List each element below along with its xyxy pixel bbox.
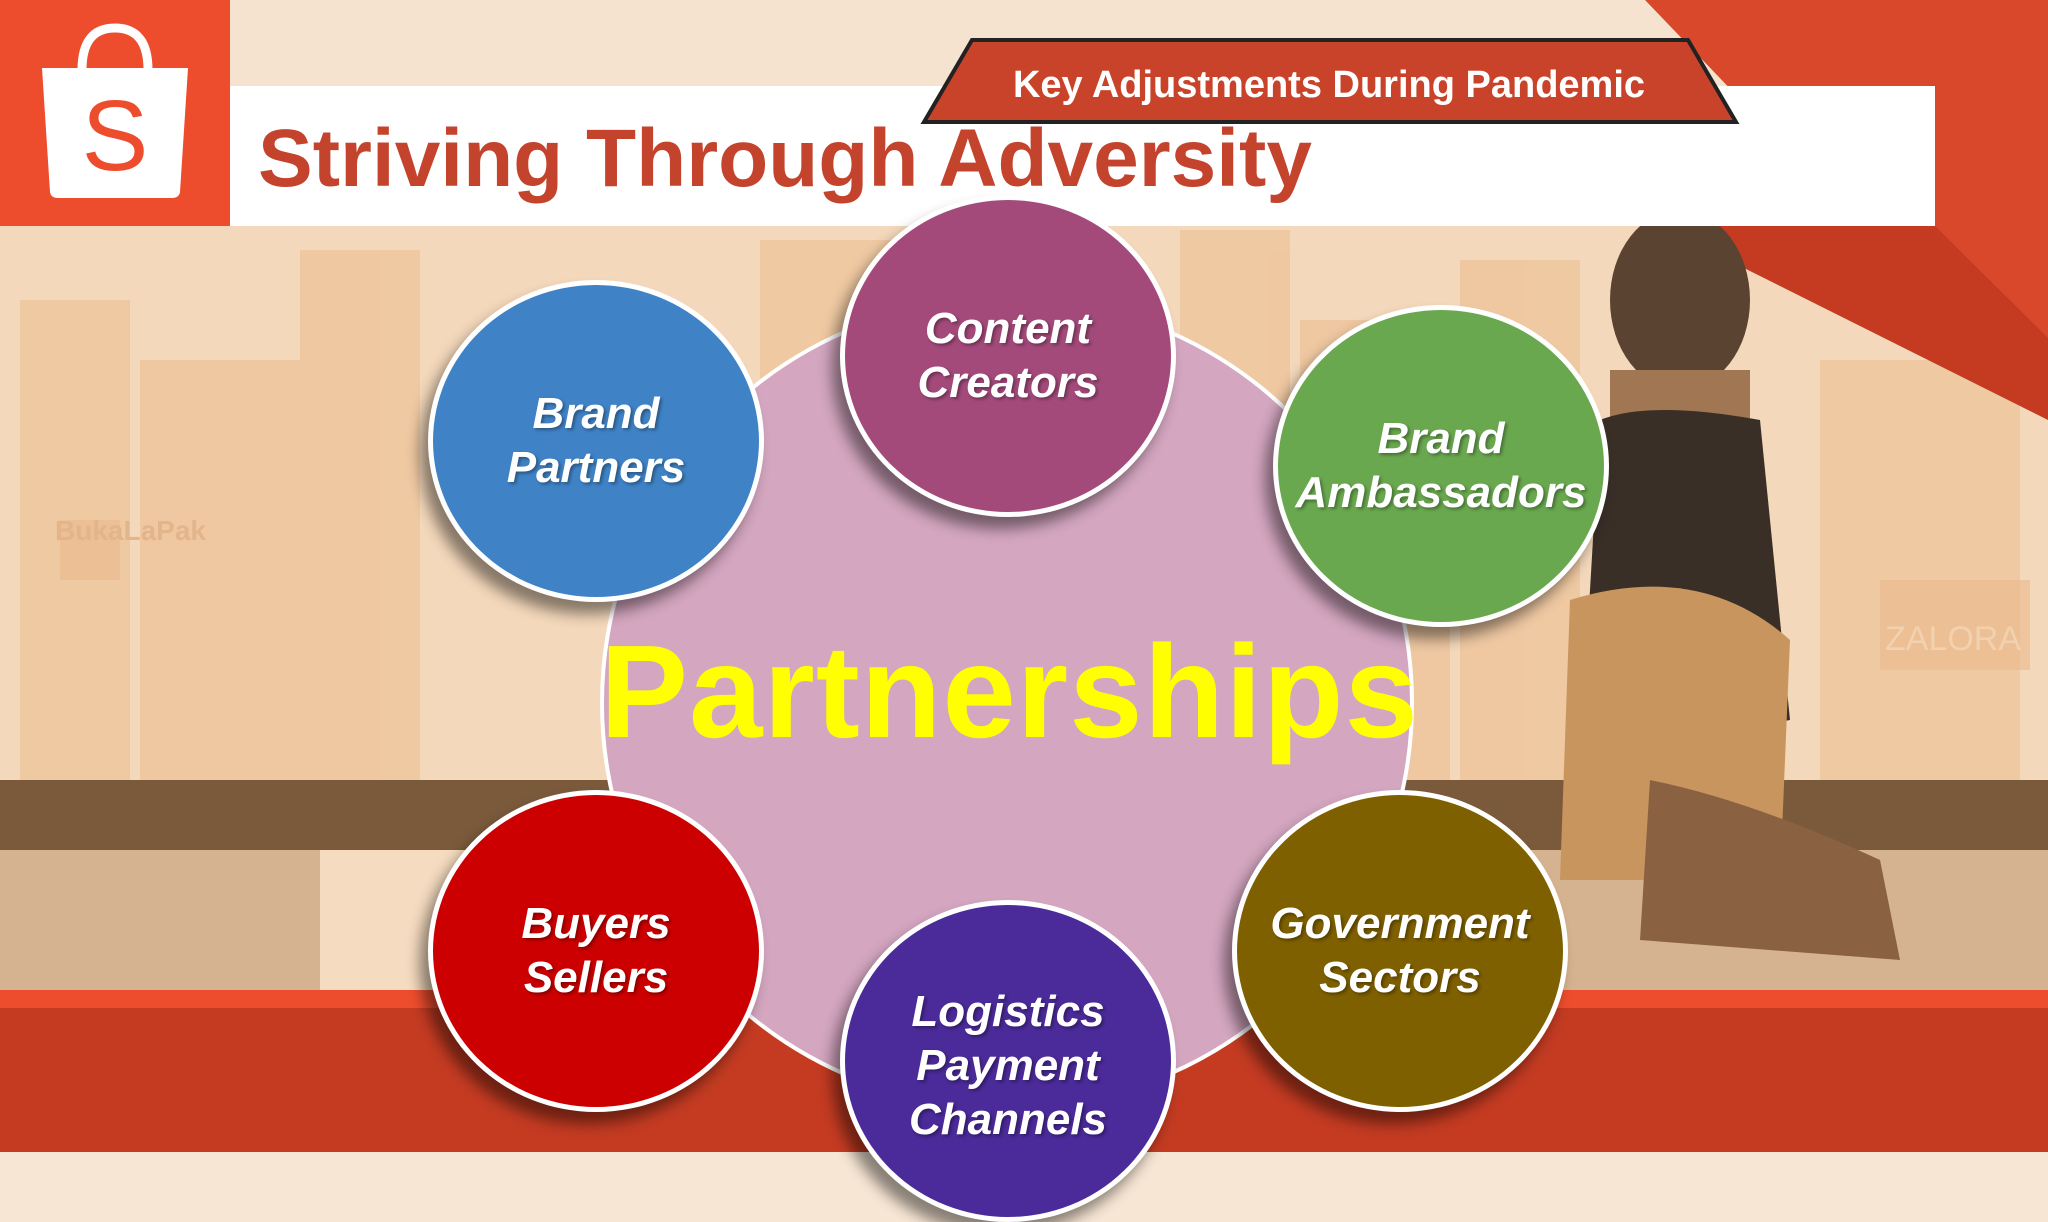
page-title: Striving Through Adversity	[258, 113, 1312, 204]
node-label-line: Channels	[908, 1095, 1108, 1144]
subtitle-label: Key Adjustments During Pandemic	[1012, 64, 1646, 106]
node-label-line: Brand	[1377, 414, 1505, 463]
node-logistics-payment: Logistics Payment Channels	[840, 900, 1176, 1222]
node-label-line: Government	[1270, 899, 1530, 948]
node-label-line: Brand	[532, 389, 660, 438]
subtitle-banner	[920, 38, 1740, 124]
node-government-sectors: Government Sectors	[1232, 790, 1568, 1112]
hub-label: Partnerships	[600, 618, 1419, 765]
node-label-line: Logistics	[911, 987, 1105, 1036]
node-label-line: Buyers	[521, 899, 671, 948]
node-label-line: Partners	[506, 443, 686, 492]
node-brand-partners: Brand Partners	[428, 280, 764, 602]
node-label-line: Sellers	[523, 953, 669, 1002]
background-sign-left: BukaLaPak	[55, 515, 206, 546]
shopee-logo: S	[0, 0, 230, 226]
node-content-creators: Content Creators	[840, 195, 1176, 517]
node-label-line: Payment	[916, 1041, 1100, 1090]
node-label-line: Sectors	[1319, 953, 1481, 1002]
node-label-line: Creators	[917, 358, 1099, 407]
shopping-bag-icon: S	[42, 23, 188, 198]
logo-letter: S	[82, 80, 149, 192]
background-sign-right: ZALORA	[1885, 620, 2021, 658]
node-label-line: Ambassadors	[1295, 468, 1587, 517]
node-buyers-sellers: Buyers Sellers	[428, 790, 764, 1112]
node-label-line: Content	[924, 304, 1092, 353]
node-brand-ambassadors: Brand Ambassadors	[1273, 305, 1609, 627]
